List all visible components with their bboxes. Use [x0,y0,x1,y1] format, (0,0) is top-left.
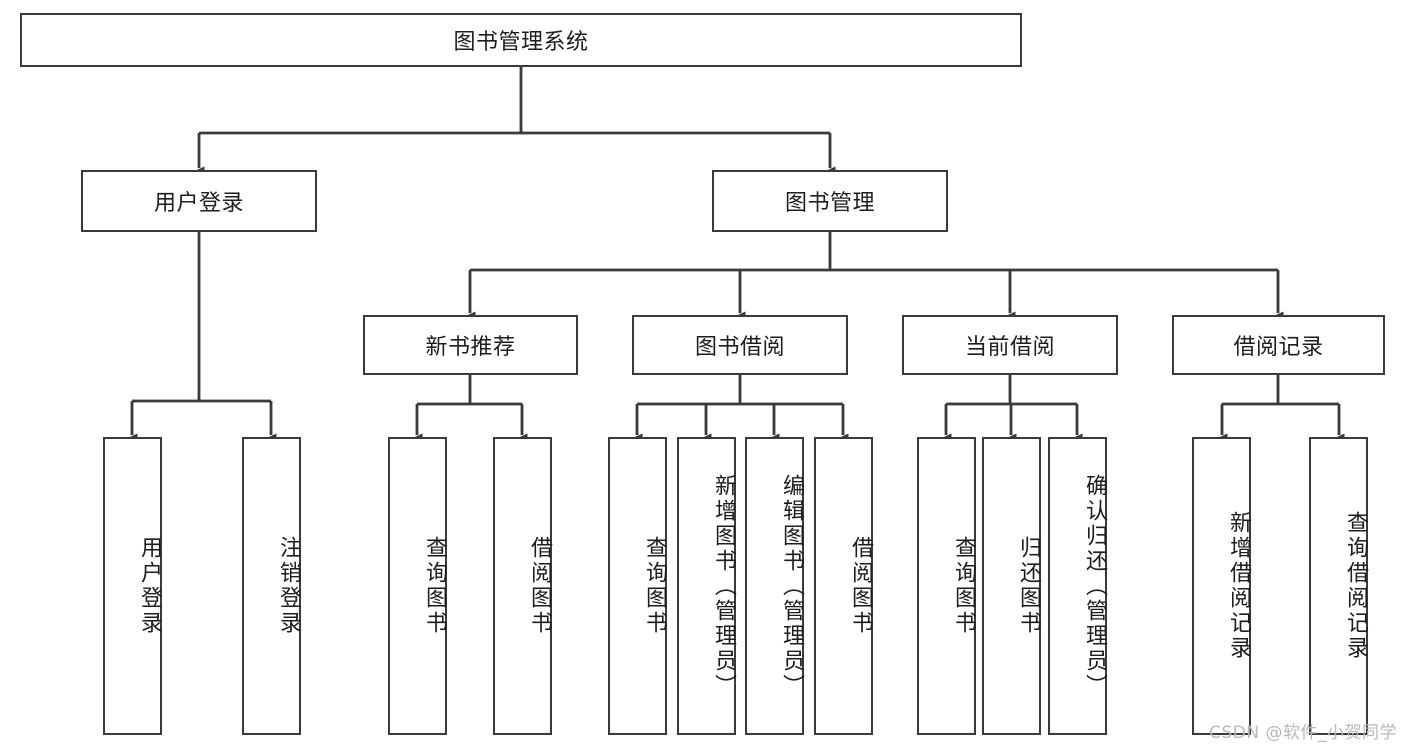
node-leaf-edit-book-label: 编辑图书（管理员） [779,473,804,699]
node-leaf-query-record[interactable]: 查询借阅记录 [1309,437,1368,735]
node-leaf-user-logout[interactable]: 注销登录 [242,437,301,735]
node-borrow-record-label: 借阅记录 [1233,335,1324,360]
node-leaf-return-book-label: 归还图书 [1016,536,1041,636]
node-book-manage-label: 图书管理 [784,191,875,216]
node-leaf-add-book-label: 新增图书（管理员） [711,473,736,699]
node-current-borrow[interactable]: 当前借阅 [902,315,1118,375]
node-book-manage[interactable]: 图书管理 [712,170,948,232]
node-book-borrow[interactable]: 图书借阅 [632,315,848,375]
node-leaf-query-book-1-label: 查询图书 [422,536,447,636]
node-leaf-query-book-2-label: 查询图书 [642,536,667,636]
node-leaf-query-record-label: 查询借阅记录 [1343,511,1368,661]
node-user-login[interactable]: 用户登录 [81,170,317,232]
node-leaf-borrow-book-1[interactable]: 借阅图书 [493,437,552,735]
node-new-book-rec[interactable]: 新书推荐 [363,315,578,375]
node-leaf-user-logout-label: 注销登录 [276,536,301,636]
node-leaf-add-record[interactable]: 新增借阅记录 [1192,437,1251,735]
node-borrow-record[interactable]: 借阅记录 [1172,315,1385,375]
node-leaf-borrow-book-2[interactable]: 借阅图书 [814,437,873,735]
node-current-borrow-label: 当前借阅 [964,335,1055,360]
node-leaf-confirm-return[interactable]: 确认归还（管理员） [1048,437,1107,735]
node-book-borrow-label: 图书借阅 [694,335,785,360]
node-leaf-borrow-book-1-label: 借阅图书 [527,536,552,636]
node-leaf-confirm-return-label: 确认归还（管理员） [1082,473,1107,699]
node-leaf-query-book-3[interactable]: 查询图书 [917,437,976,735]
node-leaf-query-book-2[interactable]: 查询图书 [608,437,667,735]
node-leaf-user-login[interactable]: 用户登录 [103,437,162,735]
csdn-watermark: CSDN @软件_小贺同学 [1209,723,1397,743]
node-leaf-add-record-label: 新增借阅记录 [1226,511,1251,661]
node-leaf-edit-book[interactable]: 编辑图书（管理员） [745,437,804,735]
node-leaf-query-book-3-label: 查询图书 [951,536,976,636]
node-leaf-borrow-book-2-label: 借阅图书 [848,536,873,636]
node-user-login-label: 用户登录 [153,191,244,216]
node-leaf-add-book[interactable]: 新增图书（管理员） [677,437,736,735]
node-new-book-rec-label: 新书推荐 [425,335,516,360]
node-leaf-return-book[interactable]: 归还图书 [982,437,1041,735]
node-leaf-query-book-1[interactable]: 查询图书 [388,437,447,735]
node-root-label: 图书管理系统 [453,30,589,55]
node-root[interactable]: 图书管理系统 [20,13,1022,67]
node-leaf-user-login-label: 用户登录 [137,536,162,636]
